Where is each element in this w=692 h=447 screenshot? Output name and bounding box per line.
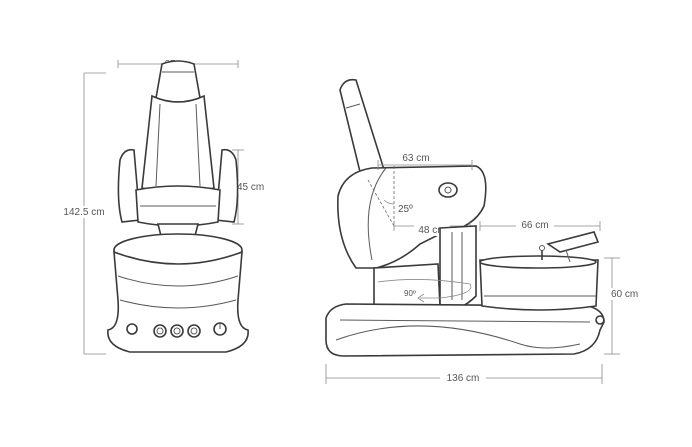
recline-angle-label: 25º <box>398 204 413 215</box>
front-control-knobs <box>126 322 227 338</box>
front-backrest <box>141 94 215 193</box>
armrest-height-label: 45 cm <box>237 182 264 193</box>
seat-depth-dimension: 63 cm <box>377 152 473 170</box>
total-length-label: 136 cm <box>447 373 480 384</box>
basin-width-label: 66 cm <box>521 220 548 231</box>
side-handle-icon <box>438 182 458 198</box>
seat-length-label: 48 cm <box>418 225 445 236</box>
front-view: 67 cm 142.5 cm 45 cm <box>56 59 270 355</box>
side-view: 63 cm 25º 48 cm 90º <box>325 78 648 384</box>
side-seat-post <box>373 263 441 311</box>
knob-2-icon <box>170 324 184 338</box>
side-footrest <box>546 231 600 253</box>
rotation-indicator: 90º <box>377 279 472 303</box>
front-height-dimension: 142.5 cm <box>56 72 112 355</box>
side-foot-basin <box>479 259 599 311</box>
basin-width-dimension: 66 cm <box>479 219 601 231</box>
side-basin-rim <box>479 255 597 269</box>
knob-1-icon <box>153 324 167 338</box>
front-height-label: 142.5 cm <box>63 207 104 218</box>
front-headrest <box>155 60 201 103</box>
total-length-dimension: 136 cm <box>325 364 603 384</box>
side-column <box>439 225 477 313</box>
front-pedestal <box>107 250 249 353</box>
knob-3-icon <box>187 324 201 338</box>
side-knob-icon <box>595 315 605 325</box>
side-backrest <box>339 78 388 181</box>
side-faucet-icon <box>539 245 545 260</box>
knob-left-icon <box>126 323 138 335</box>
basin-height-dimension: 60 cm <box>604 257 648 355</box>
rotation-label: 90º <box>404 289 416 298</box>
recline-angle-marker: 25º <box>367 166 413 227</box>
seat-depth-label: 63 cm <box>402 153 429 164</box>
basin-height-label: 60 cm <box>611 289 638 300</box>
